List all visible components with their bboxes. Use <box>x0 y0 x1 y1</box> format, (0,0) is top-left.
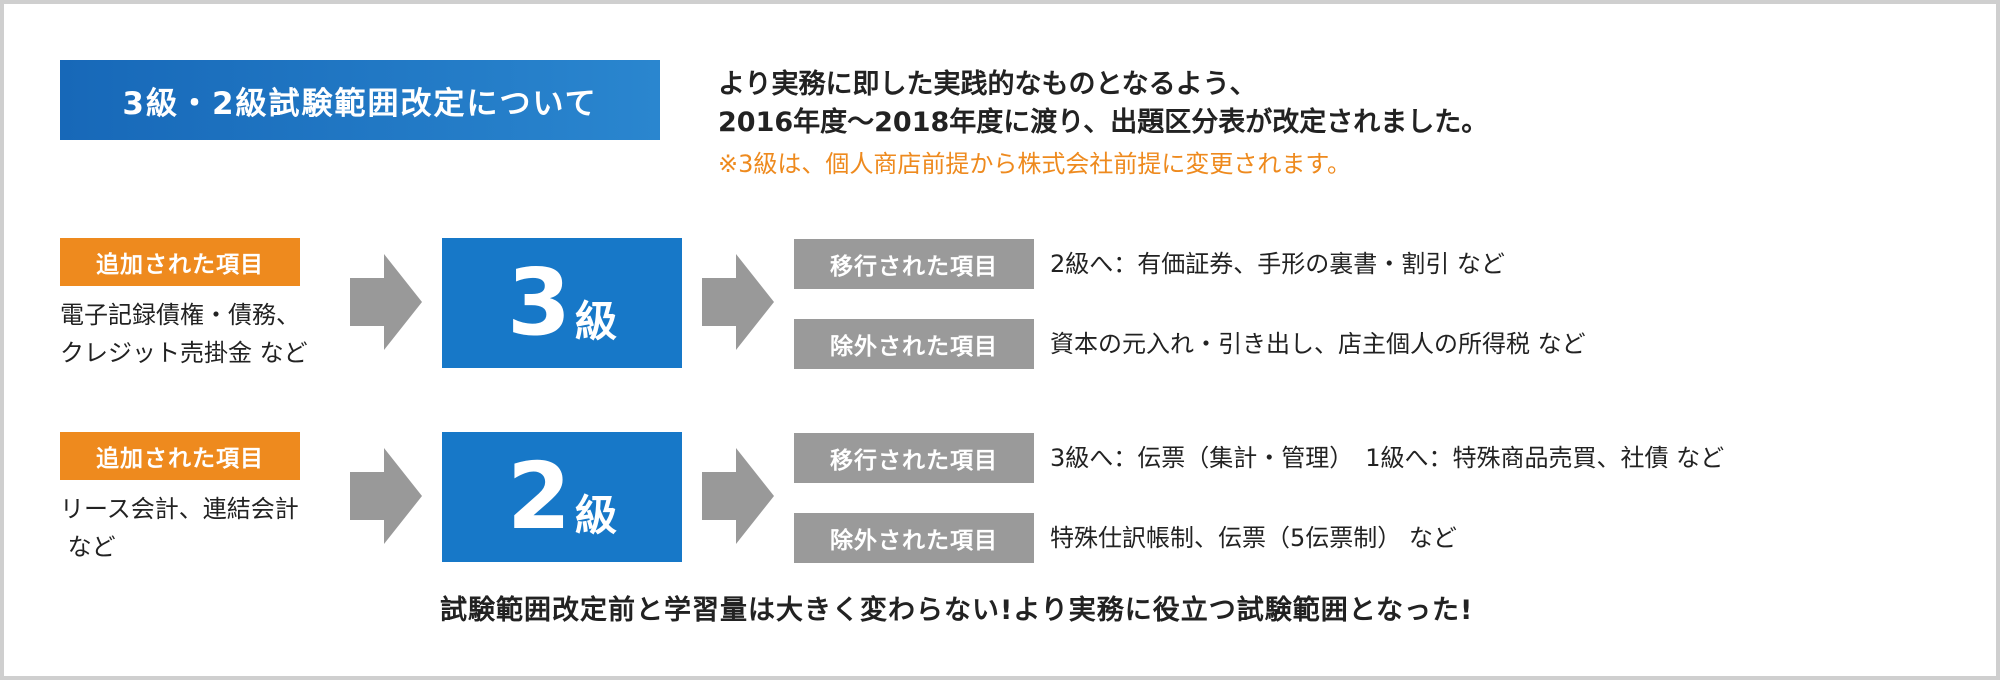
grade-unit: 級 <box>575 296 618 346</box>
added-text-grade2: リース会計、連結会計 など <box>60 490 350 566</box>
intro-note: ※3級は、個人商店前提から株式会社前提に変更されます。 <box>718 150 1351 178</box>
removed-text-grade3: 資本の元入れ・引き出し、店主個人の所得税 など <box>1050 330 1586 358</box>
intro-line-2: 2016年度～2018年度に渡り、出題区分表が改定されました。 <box>718 107 1489 138</box>
added-line: 電子記録債権・債務、 <box>60 301 300 329</box>
intro-text: より実務に即した実践的なものとなるよう、 2016年度～2018年度に渡り、出題… <box>718 66 1918 182</box>
arrow-right-icon <box>350 254 422 350</box>
added-line: リース会計、連結会計 <box>60 495 299 523</box>
grade-2-box: 2 級 <box>442 432 682 562</box>
intro-line-1: より実務に即した実践的なものとなるよう、 <box>718 69 1257 100</box>
added-line: など <box>60 533 116 561</box>
footer-summary: 試験範囲改定前と学習量は大きく変わらない!より実務に役立つ試験範囲となった! <box>440 595 1474 626</box>
added-tag-grade3: 追加された項目 <box>60 238 300 286</box>
moved-text-grade2: 3級へ：伝票（集計・管理） 1級へ：特殊商品売買、社債 など <box>1050 444 1725 472</box>
arrow-right-icon <box>702 254 774 350</box>
removed-tag-grade3: 除外された項目 <box>794 319 1034 369</box>
moved-tag-grade3: 移行された項目 <box>794 239 1034 289</box>
added-line: クレジット売掛金 など <box>60 339 308 367</box>
removed-text-grade2: 特殊仕訳帳制、伝票（5伝票制） など <box>1050 524 1457 552</box>
moved-text-grade3: 2級へ：有価証券、手形の裏書・割引 など <box>1050 250 1505 278</box>
moved-tag-grade2: 移行された項目 <box>794 433 1034 483</box>
added-text-grade3: 電子記録債権・債務、 クレジット売掛金 など <box>60 296 350 372</box>
added-tag-grade2: 追加された項目 <box>60 432 300 480</box>
page-title: 3級・2級試験範囲改定について <box>60 60 660 140</box>
arrow-right-icon <box>350 448 422 544</box>
arrow-right-icon <box>702 448 774 544</box>
grade-number: 3 <box>506 249 571 356</box>
grade-3-box: 3 級 <box>442 238 682 368</box>
grade-number: 2 <box>506 443 571 550</box>
grade-unit: 級 <box>575 490 618 540</box>
removed-tag-grade2: 除外された項目 <box>794 513 1034 563</box>
